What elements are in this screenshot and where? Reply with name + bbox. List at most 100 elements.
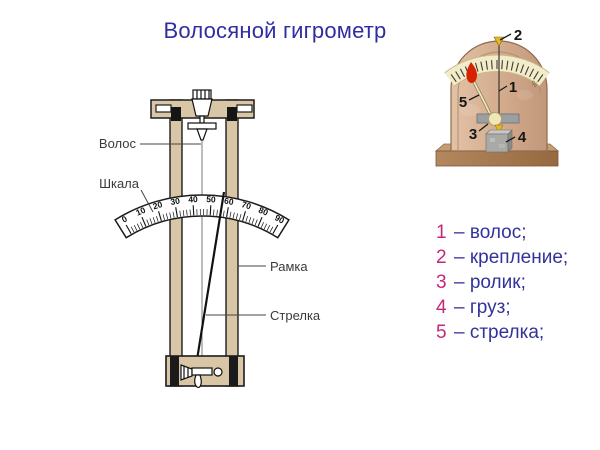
- legend-item-text: – ролик;: [454, 272, 526, 293]
- tick-mark: [520, 64, 525, 74]
- legend-item-text: – крепление;: [454, 247, 569, 268]
- scale-number: 80: [257, 205, 270, 218]
- tick-mark: [260, 222, 264, 228]
- callout-2-mount: 2: [514, 27, 522, 44]
- rail-clamp-right: [227, 107, 237, 121]
- tick-mark: [222, 210, 225, 217]
- marble-highlight: [460, 104, 480, 116]
- top-bar-slot-left: [155, 104, 172, 113]
- tick-mark: [506, 60, 509, 70]
- legend: 1 – волос; 2 – крепление; 3 – ролик; 4 – гру…: [436, 220, 568, 345]
- tick-mark: [248, 217, 252, 223]
- legend-item-number: 1: [436, 222, 447, 243]
- legend-item-number: 3: [436, 272, 447, 293]
- tick-mark: [186, 209, 188, 216]
- tick-mark: [169, 212, 172, 219]
- callout-1-hair: 1: [509, 79, 517, 96]
- tick-mark: [149, 218, 153, 225]
- tick-mark: [269, 226, 274, 233]
- tick-mark: [485, 60, 488, 70]
- label-frame: Рамка: [270, 259, 308, 274]
- legend-item-number: 2: [436, 247, 447, 268]
- scale-number: 10: [134, 205, 147, 218]
- scale-number: 0: [120, 213, 129, 224]
- tick-mark: [524, 66, 530, 76]
- hair-clamp: [187, 122, 217, 130]
- legend-item-text: – стрелка;: [454, 322, 545, 343]
- tick-mark: [226, 207, 229, 218]
- tick-mark: [209, 205, 212, 216]
- hygrometer-photo: %: [434, 27, 560, 167]
- tick-mark: [179, 210, 182, 217]
- legend-item: 5 – стрелка;: [436, 320, 568, 345]
- legend-item: 1 – волос;: [436, 220, 568, 245]
- scale-number: 40: [188, 194, 198, 205]
- legend-item: 2 – крепление;: [436, 245, 568, 270]
- tick-mark: [182, 210, 185, 217]
- tick-mark: [239, 214, 242, 221]
- scale-arc-band: [114, 194, 290, 239]
- tick-mark: [242, 211, 246, 222]
- tick-mark: [140, 222, 144, 228]
- scale-number: 90: [273, 212, 286, 225]
- page-title: Волосяной гигрометр: [163, 18, 387, 43]
- tick-mark: [254, 219, 258, 226]
- diagram-labels: [140, 143, 266, 316]
- tick-mark: [229, 211, 232, 218]
- tick-mark: [537, 74, 544, 83]
- legend-item-text: – груз;: [454, 297, 511, 318]
- label-scale: Шкала: [99, 176, 140, 191]
- roller-axle: [213, 367, 223, 377]
- callout-5-pointer: 5: [459, 94, 467, 111]
- tick-mark: [146, 219, 150, 226]
- tick-mark: [162, 214, 165, 221]
- tick-mark: [501, 60, 503, 70]
- tick-mark: [152, 217, 156, 223]
- legend-item-number: 5: [436, 322, 447, 343]
- tick-mark: [130, 226, 135, 233]
- photo-hook: [494, 124, 504, 134]
- frame-right-rail: [225, 99, 239, 387]
- tick-mark: [450, 74, 457, 83]
- photo-scale-unit: %: [529, 80, 538, 89]
- tick-mark: [533, 71, 539, 80]
- label-pointer: Стрелка: [270, 308, 321, 323]
- tick-mark: [455, 71, 461, 80]
- tick-mark: [125, 224, 132, 234]
- scale-ticks: [125, 205, 279, 234]
- top-bar-slot-right: [236, 104, 253, 113]
- tick-mark: [192, 205, 195, 216]
- callout-4-weight: 4: [518, 129, 527, 146]
- tick-mark: [257, 216, 263, 227]
- photo-needle-red-tip: [466, 62, 477, 83]
- tick-mark: [165, 213, 169, 220]
- scale-number: 30: [170, 196, 181, 207]
- tick-mark: [263, 223, 268, 230]
- legend-item: 3 – ролик;: [436, 270, 568, 295]
- tick-mark: [133, 225, 138, 231]
- legend-item-number: 4: [436, 297, 447, 318]
- tick-mark: [232, 212, 235, 219]
- tick-mark: [272, 224, 279, 234]
- tick-mark: [528, 68, 535, 78]
- tick-mark: [491, 60, 493, 70]
- tick-mark: [141, 216, 147, 227]
- tick-mark: [480, 61, 484, 71]
- tick-mark: [251, 218, 255, 225]
- tick-mark: [235, 213, 239, 220]
- adjustment-screw: [187, 89, 217, 141]
- tick-mark: [475, 62, 479, 72]
- label-hair: Волос: [99, 136, 137, 151]
- legend-item-text: – волос;: [454, 222, 527, 243]
- rail-clamp-left: [171, 107, 181, 121]
- tick-mark: [216, 209, 218, 216]
- scale-number: 20: [152, 199, 164, 211]
- scale-number: 50: [206, 194, 216, 205]
- tick-mark: [266, 225, 271, 231]
- tick-mark: [459, 68, 466, 78]
- tick-mark: [172, 211, 175, 218]
